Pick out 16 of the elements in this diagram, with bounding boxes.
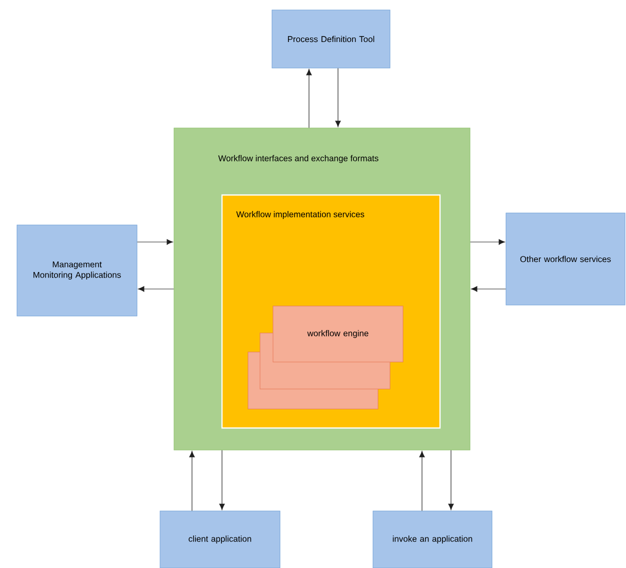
- process-box: Management Monitoring Applications: [16, 224, 138, 316]
- engine-box: workflow engine: [272, 306, 404, 362]
- arrow: [419, 451, 425, 512]
- process-box: invoke an application: [372, 510, 492, 568]
- process-box: client application: [160, 510, 280, 568]
- arrow: [189, 451, 195, 512]
- arrow: [471, 286, 506, 292]
- arrow: [138, 286, 174, 292]
- process-box: Other workflow services: [506, 212, 626, 306]
- arrow: [448, 450, 454, 510]
- arrow: [470, 239, 505, 245]
- arrow: [335, 68, 341, 127]
- arrow: [219, 450, 225, 510]
- arrow: [136, 239, 173, 245]
- arrow: [306, 69, 312, 128]
- process-box: Process Definition Tool: [272, 10, 390, 68]
